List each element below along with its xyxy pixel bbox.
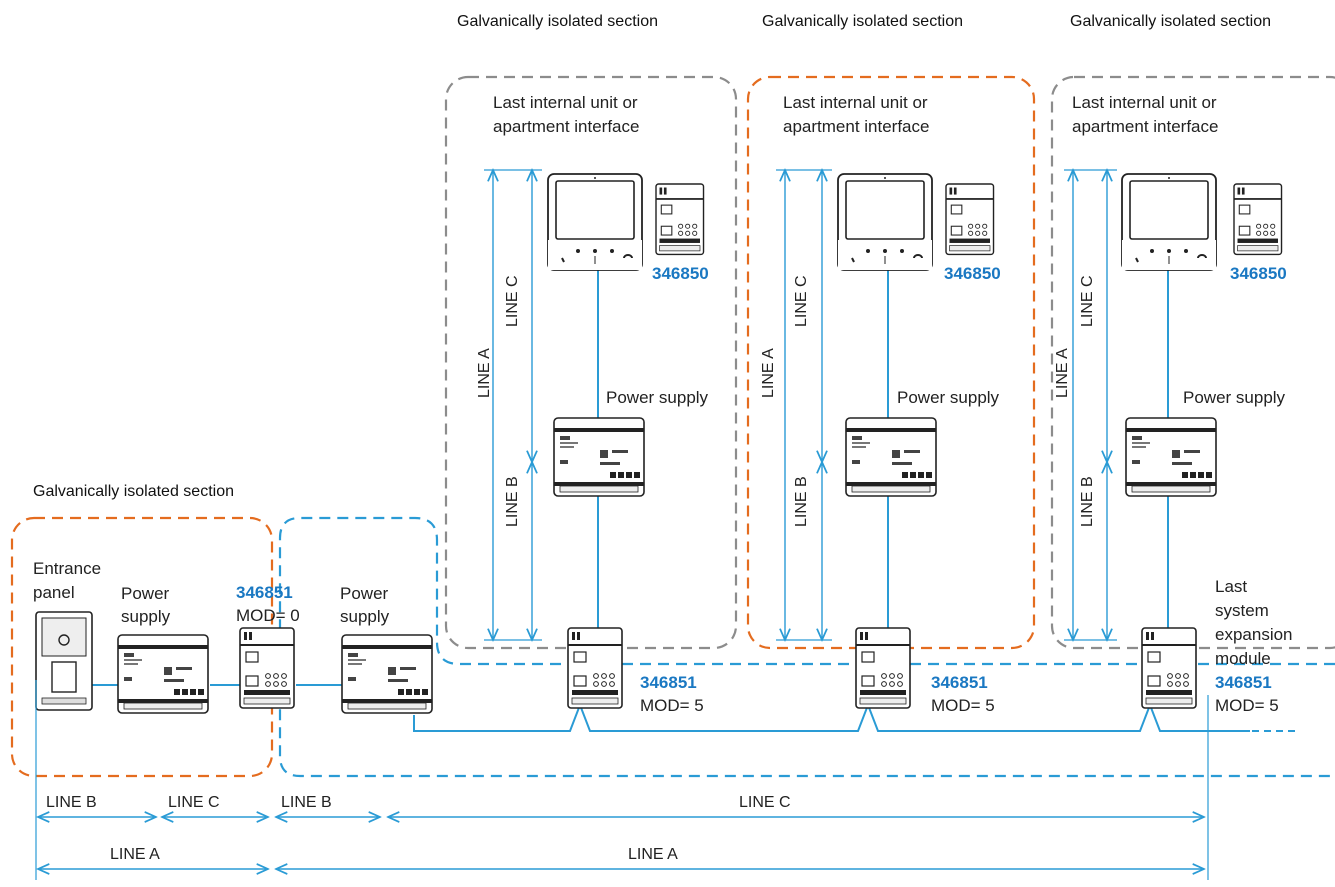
vertical-line-b-1: LINE B: [504, 476, 521, 527]
unit-label-3b: apartment interface: [1072, 117, 1219, 136]
unit-label-2a: Last internal unit or: [783, 93, 928, 112]
vertical-line-c-3: LINE C: [1079, 275, 1096, 327]
bottom-line-c-1: LINE C: [168, 794, 220, 811]
vertical-line-a-3: LINE A: [1054, 348, 1071, 398]
section-header-1: Galvanically isolated section: [457, 13, 658, 30]
entrance-panel-device: [35, 611, 93, 711]
last-module-label-3: expansion: [1215, 625, 1293, 644]
module-code-3: 346851: [1215, 673, 1272, 692]
unit-label-3a: Last internal unit or: [1072, 93, 1217, 112]
entrance-panel-label-b: panel: [33, 583, 75, 602]
bottom-line-b-1: LINE B: [46, 794, 97, 811]
interface-code-346851-left: 346851: [236, 583, 293, 602]
bottom-line-c-2: LINE C: [739, 794, 791, 811]
last-module-label-1: Last: [1215, 577, 1248, 596]
module-mod-3: MOD= 5: [1215, 696, 1279, 715]
section-header-left: Galvanically isolated section: [33, 483, 234, 500]
power-supply-left2-label-a: Power: [340, 584, 389, 603]
vertical-line-b-2: LINE B: [793, 476, 810, 527]
vertical-line-c-2: LINE C: [793, 275, 810, 327]
vertical-line-a-1: LINE A: [476, 348, 493, 398]
bottom-line-a-2: LINE A: [628, 846, 678, 863]
last-module-label-4: module: [1215, 649, 1271, 668]
vertical-line-c-1: LINE C: [504, 275, 521, 327]
section-header-3: Galvanically isolated section: [1070, 13, 1271, 30]
module-mod-2: MOD= 5: [931, 696, 995, 715]
module-mod-1: MOD= 5: [640, 696, 704, 715]
module-code-1: 346851: [640, 673, 697, 692]
power-supply-left-label-a: Power: [121, 584, 170, 603]
unit-label-1b: apartment interface: [493, 117, 640, 136]
interface-mod-left: MOD= 0: [236, 606, 300, 625]
power-supply-label-3: Power supply: [1183, 388, 1286, 407]
vertical-line-b-3: LINE B: [1079, 476, 1096, 527]
unit-label-1a: Last internal unit or: [493, 93, 638, 112]
vertical-line-a-2: LINE A: [760, 348, 777, 398]
last-module-label-2: system: [1215, 601, 1269, 620]
bottom-line-a-1: LINE A: [110, 846, 160, 863]
section-header-2: Galvanically isolated section: [762, 13, 963, 30]
power-supply-label-2: Power supply: [897, 388, 1000, 407]
power-supply-label-1: Power supply: [606, 388, 709, 407]
power-supply-left2-label-b: supply: [340, 607, 390, 626]
bottom-line-b-2: LINE B: [281, 794, 332, 811]
entrance-panel-label-a: Entrance: [33, 559, 102, 578]
device-code-346850-1: 346850: [652, 264, 709, 283]
power-supply-left-label-b: supply: [121, 607, 171, 626]
device-code-346850-3: 346850: [1230, 264, 1287, 283]
module-code-2: 346851: [931, 673, 988, 692]
device-code-346850-2: 346850: [944, 264, 1001, 283]
unit-label-2b: apartment interface: [783, 117, 930, 136]
